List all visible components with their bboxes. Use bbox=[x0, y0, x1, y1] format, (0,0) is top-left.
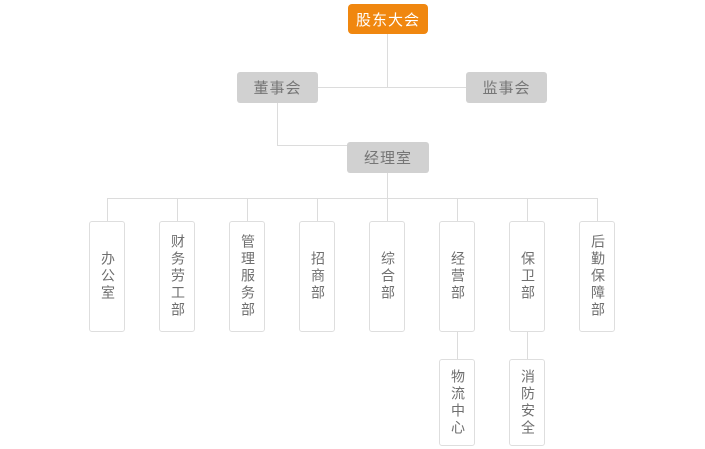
connector-directors-drop bbox=[277, 103, 278, 145]
org-node-sub-fire-safety[interactable]: 消防安全 bbox=[509, 359, 545, 446]
node-label: 管理服务部 bbox=[239, 234, 255, 319]
org-node-dept-security[interactable]: 保卫部 bbox=[509, 221, 545, 332]
node-label: 经营部 bbox=[449, 251, 465, 302]
org-node-managers-office[interactable]: 经理室 bbox=[347, 142, 429, 173]
node-label: 物流中心 bbox=[449, 368, 465, 437]
org-node-dept-operations[interactable]: 经营部 bbox=[439, 221, 475, 332]
connector-office-drop bbox=[387, 173, 388, 198]
node-label: 监事会 bbox=[482, 79, 531, 97]
connector-office-elbow bbox=[277, 145, 347, 146]
connector-boards-rail bbox=[318, 87, 467, 88]
node-label: 财务劳工部 bbox=[169, 234, 185, 319]
org-node-dept-management-service[interactable]: 管理服务部 bbox=[229, 221, 265, 332]
org-node-dept-finance-labor[interactable]: 财务劳工部 bbox=[159, 221, 195, 332]
node-label: 后勤保障部 bbox=[589, 234, 605, 319]
node-label: 消防安全 bbox=[519, 368, 535, 437]
node-label: 招商部 bbox=[309, 251, 325, 302]
org-node-supervisory-board[interactable]: 监事会 bbox=[466, 72, 547, 103]
connector-dept-stub bbox=[107, 198, 108, 221]
connector-subdept-drop bbox=[527, 332, 528, 359]
connector-dept-stub bbox=[597, 198, 598, 221]
connector-dept-stub bbox=[247, 198, 248, 221]
org-node-dept-general[interactable]: 综合部 bbox=[369, 221, 405, 332]
org-node-dept-investment[interactable]: 招商部 bbox=[299, 221, 335, 332]
org-node-board-of-directors[interactable]: 董事会 bbox=[237, 72, 318, 103]
connector-dept-stub bbox=[317, 198, 318, 221]
connector-dept-stub bbox=[527, 198, 528, 221]
node-label: 董事会 bbox=[253, 79, 302, 97]
node-label: 股东大会 bbox=[355, 10, 420, 29]
node-label: 保卫部 bbox=[519, 251, 535, 302]
node-label: 综合部 bbox=[379, 251, 395, 302]
connector-dept-stub bbox=[387, 198, 388, 221]
org-node-dept-logistics-support[interactable]: 后勤保障部 bbox=[579, 221, 615, 332]
connector-subdept-drop bbox=[457, 332, 458, 359]
node-label: 经理室 bbox=[363, 149, 412, 167]
connector-dept-rail bbox=[107, 198, 598, 199]
node-label: 办公室 bbox=[99, 251, 115, 302]
connector-dept-stub bbox=[457, 198, 458, 221]
org-node-shareholders-meeting[interactable]: 股东大会 bbox=[348, 4, 428, 34]
org-node-sub-logistics-center[interactable]: 物流中心 bbox=[439, 359, 475, 446]
connector-root-drop bbox=[387, 34, 388, 87]
org-node-dept-office[interactable]: 办公室 bbox=[89, 221, 125, 332]
connector-dept-stub bbox=[177, 198, 178, 221]
